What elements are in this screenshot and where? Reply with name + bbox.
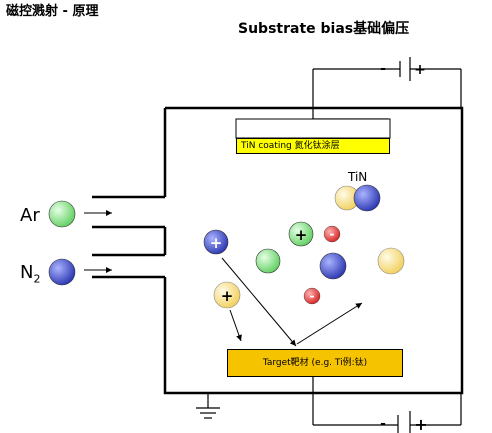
top-bias-circuit [312, 57, 462, 120]
substrate-bias-title: Substrate bias基础偏压 [238, 21, 410, 37]
nitrogen-ion-charge: + [210, 234, 223, 252]
nitrogen-ion [203, 229, 229, 255]
diagram-title: 磁控溅射 - 原理 [6, 4, 99, 19]
tin-particle-n [353, 184, 381, 212]
top-battery-plus: + [414, 62, 426, 78]
electron-1-charge: - [330, 227, 335, 241]
argon-atom [48, 200, 76, 228]
argon-ion-charge: + [295, 226, 308, 244]
nitrogen-gas-label: N2 [20, 262, 40, 286]
ground-icon [196, 393, 220, 419]
bottom-battery-minus: - [380, 416, 386, 432]
argon-atom-inner [255, 248, 281, 274]
gas-inlet-pipes [92, 195, 165, 279]
bottom-bias-circuit [312, 377, 462, 433]
nitrogen-subscript: 2 [33, 272, 41, 286]
electron-2 [303, 287, 321, 305]
vacuum-chamber-wall [163, 106, 464, 395]
argon-ion [288, 221, 314, 247]
bottom-battery-plus: + [414, 415, 427, 433]
nitrogen-atom-inner [319, 252, 347, 280]
electron-2-charge: - [310, 289, 315, 303]
nitrogen-symbol: N [20, 262, 34, 283]
substrate-holder [235, 118, 391, 139]
top-battery-minus: - [380, 61, 386, 77]
argon-gas-label: Ar [20, 205, 40, 226]
titanium-atom [377, 247, 405, 275]
tin-coating-label: TiN coating 氮化钛涂层 [236, 138, 390, 154]
nitrogen-molecule [48, 258, 76, 286]
target-label: Target靶材 (e.g. Ti例:钛) [227, 349, 403, 377]
titanium-ion-charge: + [221, 287, 234, 305]
ion-trajectories [221, 257, 363, 347]
titanium-ion [213, 281, 241, 309]
tin-particle-label: TiN [348, 170, 368, 184]
electron-1 [323, 225, 341, 243]
